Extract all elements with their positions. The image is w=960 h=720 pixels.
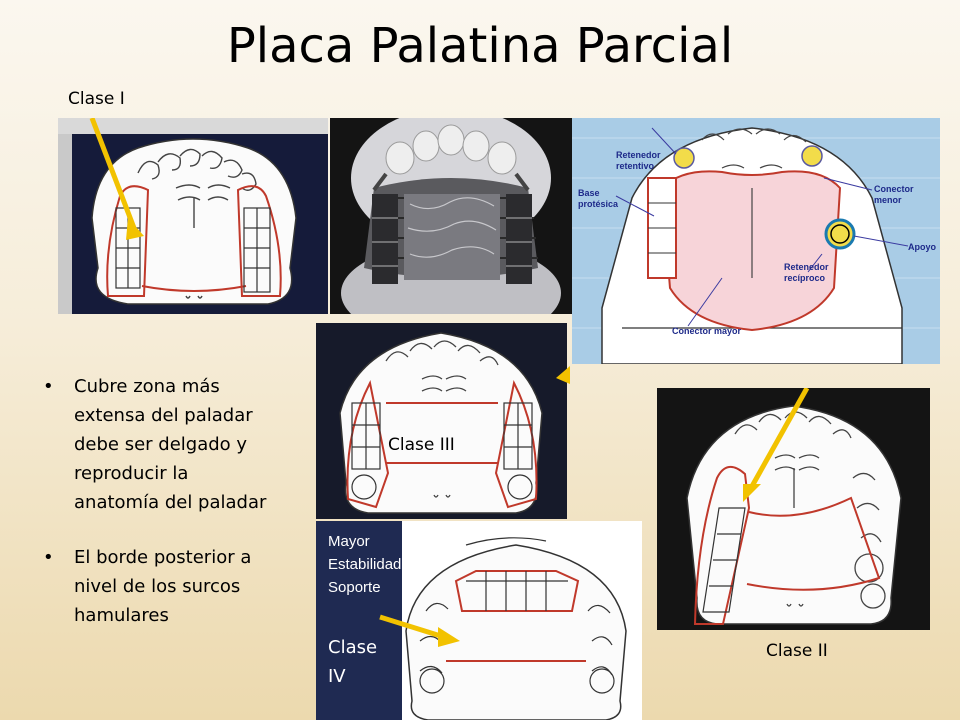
bullet-item: • El borde posterior a nivel de los surc… xyxy=(40,543,298,630)
bullet-item: • Cubre zona más extensa del paladar deb… xyxy=(40,372,298,517)
diagram-label-retenedor-2: retentivo xyxy=(616,161,655,171)
bullet-dot: • xyxy=(43,376,54,397)
label-clase-4-num: IV xyxy=(328,666,346,687)
bullet-list: • Cubre zona más extensa del paladar deb… xyxy=(40,372,298,656)
arrow-fragment xyxy=(556,366,570,384)
label-clase-1: Clase I xyxy=(68,89,125,109)
mayor-line-1: Mayor xyxy=(328,533,370,550)
bullet-text: El borde posterior a xyxy=(74,547,252,568)
bullet-text: reproducir la xyxy=(74,463,189,484)
diagram-label-base-1: Base xyxy=(578,188,600,198)
diagram-label-retenedor-1: Retenedor xyxy=(616,150,661,160)
label-clase-2: Clase II xyxy=(766,641,828,661)
clase-1-drawing xyxy=(58,118,328,314)
clase-4-drawing: Mayor Estabilidad y Soporte Clase IV xyxy=(316,521,642,720)
clase-3-drawing: Clase III xyxy=(316,323,567,519)
bullet-text: extensa del paladar xyxy=(74,405,253,426)
diagram-label-conector-mayor: Conector mayor xyxy=(672,326,742,336)
diagram-label-reciproco-1: Retenedor xyxy=(784,262,829,272)
bullet-text: hamulares xyxy=(74,605,169,626)
slide-title: Placa Palatina Parcial xyxy=(226,18,734,74)
bullet-text: Cubre zona más xyxy=(74,376,220,397)
bullet-text: nivel de los surcos xyxy=(74,576,241,597)
label-clase-4-word: Clase xyxy=(328,637,377,658)
bullet-text: anatomía del paladar xyxy=(74,492,267,513)
diagram-label-base-2: protésica xyxy=(578,199,619,209)
mayor-line-2: Estabilidad y xyxy=(328,556,414,573)
diagram-label-reciproco-2: recíproco xyxy=(784,273,826,283)
diagram-label-conector-menor-1: Conector xyxy=(874,184,914,194)
framework-photo xyxy=(330,118,572,314)
label-clase-3: Clase III xyxy=(388,435,455,455)
bullet-dot: • xyxy=(43,547,54,568)
diagram-label-apoyo: Apoyo xyxy=(908,242,937,252)
clase-2-drawing xyxy=(657,388,930,630)
diagram-label-conector-menor-2: menor xyxy=(874,195,902,205)
bullet-text: debe ser delgado y xyxy=(74,434,248,455)
labelled-diagram: Retenedor retentivo Base protésica Conec… xyxy=(572,118,940,364)
mayor-line-3: Soporte xyxy=(328,579,381,596)
